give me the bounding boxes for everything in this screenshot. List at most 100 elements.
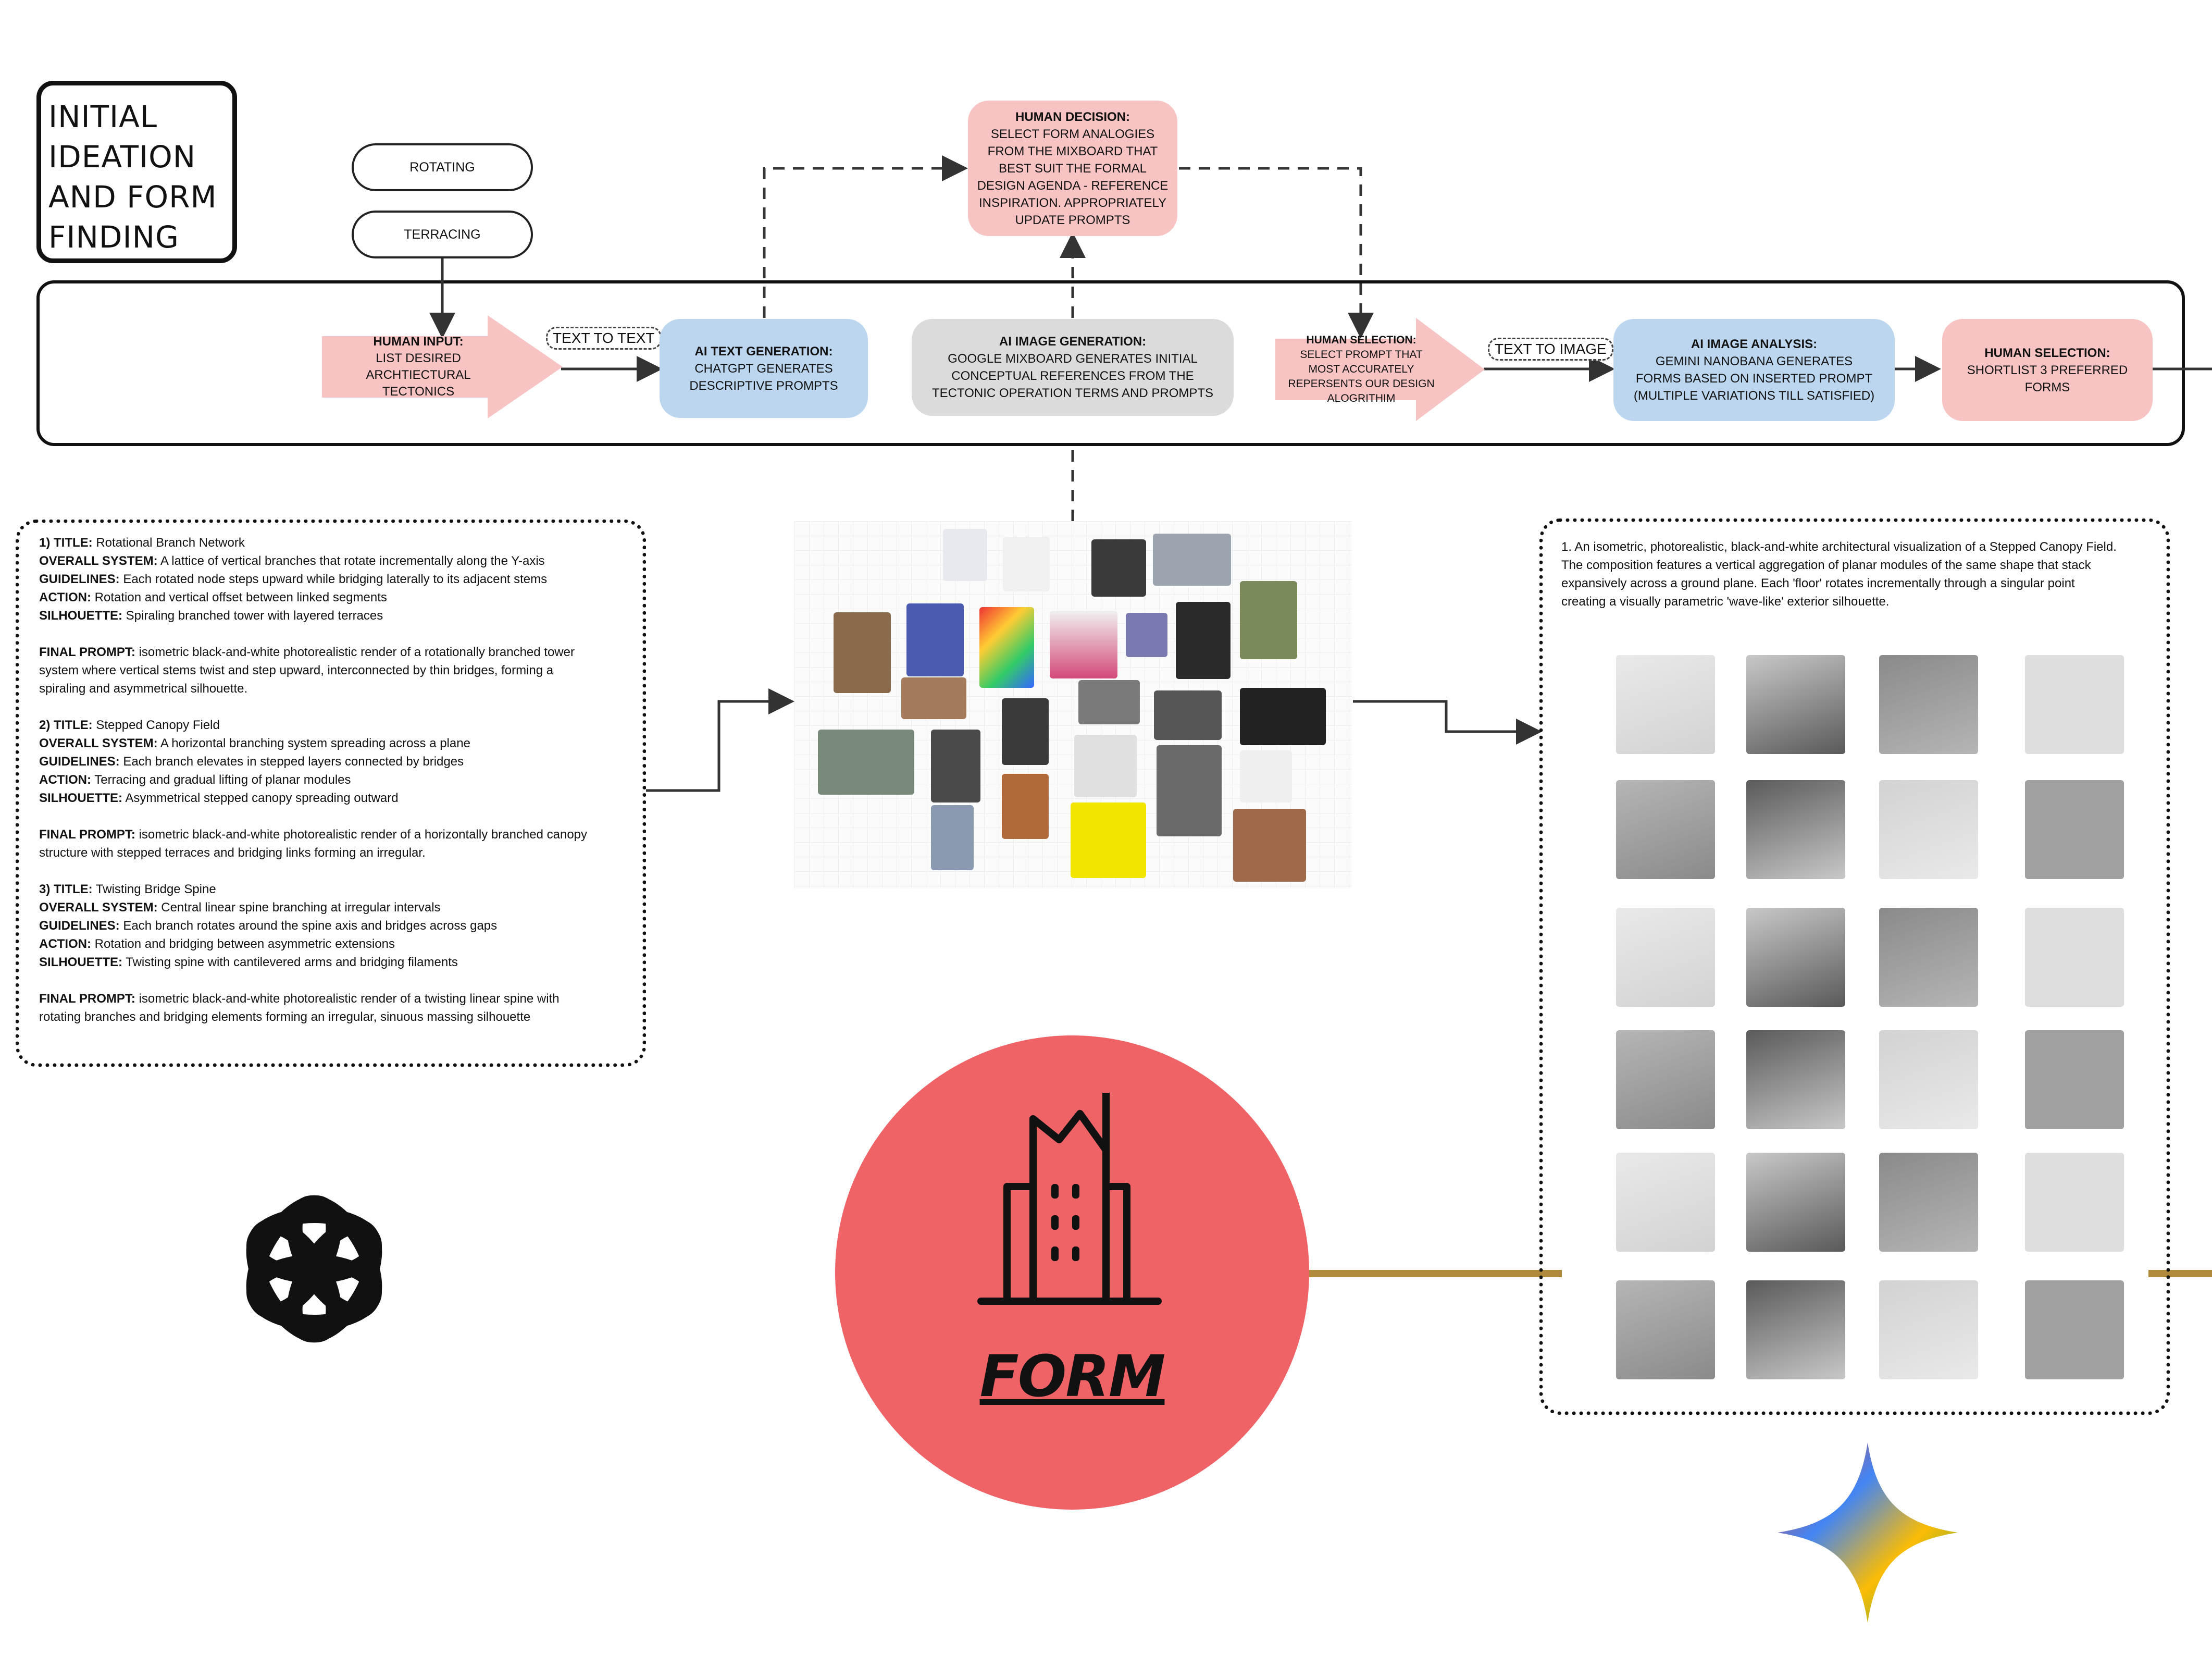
ai-image-analysis-node[interactable]: AI IMAGE ANALYSIS: GEMINI NANOBANA GENER… bbox=[1613, 319, 1895, 421]
mixboard-image[interactable] bbox=[1002, 774, 1049, 839]
mixboard-image[interactable] bbox=[1157, 745, 1222, 836]
generated-form-image[interactable] bbox=[2025, 655, 2124, 754]
generated-form-image[interactable] bbox=[1746, 1280, 1845, 1379]
mixboard-image[interactable] bbox=[1002, 698, 1049, 765]
prompt-final-cont: rotating branches and bridging elements … bbox=[39, 1010, 531, 1024]
mixboard-image[interactable] bbox=[906, 603, 964, 676]
mixboard-image[interactable] bbox=[1240, 750, 1292, 803]
prompt-guidelines: GUIDELINES: Each branch rotates around t… bbox=[39, 919, 498, 933]
generated-form-image[interactable] bbox=[1616, 780, 1715, 879]
generated-form-image[interactable] bbox=[1616, 908, 1715, 1007]
shortlist-body: SHORTLIST 3 PREFERRED FORMS bbox=[1967, 363, 2128, 394]
generated-form-image[interactable] bbox=[2025, 1153, 2124, 1252]
results-panel: 1. An isometric, photorealistic, black-a… bbox=[1539, 518, 2170, 1415]
generated-form-image[interactable] bbox=[1746, 655, 1845, 754]
prompt-action: ACTION: Rotation and bridging between as… bbox=[39, 937, 395, 951]
generated-form-image[interactable] bbox=[1746, 908, 1845, 1007]
shortlist-head: HUMAN SELECTION bbox=[1984, 345, 2106, 360]
generated-form-image[interactable] bbox=[1879, 1280, 1978, 1379]
mixboard-image[interactable] bbox=[1126, 613, 1167, 657]
human-input-body: LIST DESIRED ARCHTIECTURAL TECTONICS bbox=[366, 351, 471, 399]
section-title: INITIAL IDEATION AND FORM FINDING bbox=[36, 81, 237, 263]
connector-mixboard-to-results bbox=[1353, 700, 1542, 745]
generated-form-image[interactable] bbox=[1616, 1153, 1715, 1252]
mixboard-image[interactable] bbox=[1176, 602, 1231, 679]
generated-form-image[interactable] bbox=[2025, 1030, 2124, 1129]
human-selection-body: SELECT PROMPT THAT MOST ACCURATELY REPER… bbox=[1288, 349, 1435, 404]
prompt-silhouette: SILHOUETTE: Asymmetrical stepped canopy … bbox=[39, 791, 399, 805]
form-label: FORM bbox=[979, 1343, 1166, 1410]
term-pill-terracing[interactable]: TERRACING bbox=[352, 211, 533, 258]
mixboard-image[interactable] bbox=[1240, 581, 1297, 659]
prompt-final-cont: structure with stepped terraces and brid… bbox=[39, 846, 426, 860]
generated-form-image[interactable] bbox=[1879, 908, 1978, 1007]
mixboard-image[interactable] bbox=[1074, 735, 1137, 797]
generated-form-image[interactable] bbox=[1879, 655, 1978, 754]
human-decision-body: SELECT FORM ANALOGIES FROM THE MIXBOARD … bbox=[977, 127, 1169, 227]
generated-form-image[interactable] bbox=[1616, 1030, 1715, 1129]
prompt-title: 1) TITLE: Rotational Branch Network bbox=[39, 536, 245, 550]
process-band bbox=[36, 280, 2185, 446]
generated-prompt-line: 1. An isometric, photorealistic, black-a… bbox=[1561, 540, 2117, 554]
mixboard-image[interactable] bbox=[1233, 809, 1306, 882]
prompt-final-cont: system where vertical stems twist and st… bbox=[39, 663, 554, 677]
prompt-title: 2) TITLE: Stepped Canopy Field bbox=[39, 718, 220, 732]
mixboard-image[interactable] bbox=[1091, 539, 1146, 597]
generated-form-image[interactable] bbox=[1879, 780, 1978, 879]
mixboard-image[interactable] bbox=[1153, 534, 1231, 586]
generated-form-image[interactable] bbox=[1616, 1280, 1715, 1379]
human-decision-head: HUMAN DECISION bbox=[1015, 109, 1126, 124]
human-decision-node[interactable]: HUMAN DECISION: SELECT FORM ANALOGIES FR… bbox=[968, 101, 1177, 236]
connector-prompts-to-mixboard bbox=[646, 688, 794, 792]
generated-form-image[interactable] bbox=[2025, 780, 2124, 879]
prompt-final: FINAL PROMPT: isometric black-and-white … bbox=[39, 645, 575, 659]
generated-prompt-text: 1. An isometric, photorealistic, black-a… bbox=[1561, 538, 2160, 611]
mixboard-image[interactable] bbox=[834, 612, 891, 693]
arrow-shape-icon bbox=[1275, 318, 1485, 421]
mixboard-image[interactable] bbox=[931, 805, 974, 870]
human-input-node: HUMAN INPUT: LIST DESIRED ARCHTIECTURAL … bbox=[322, 315, 563, 418]
shortlist-selection-node[interactable]: HUMAN SELECTION: SHORTLIST 3 PREFERRED F… bbox=[1942, 319, 2153, 421]
gemini-star-icon bbox=[1778, 1442, 1958, 1623]
ai-image-generation-node[interactable]: AI IMAGE GENERATION: GOOGLE MIXBOARD GEN… bbox=[912, 319, 1234, 416]
generated-form-image[interactable] bbox=[1616, 655, 1715, 754]
generated-prompt-line: The composition features a vertical aggr… bbox=[1561, 558, 2091, 572]
generated-prompt-line: creating a visually parametric 'wave-lik… bbox=[1561, 595, 1890, 609]
connector-text-to-decision bbox=[763, 155, 968, 318]
mixboard-image[interactable] bbox=[818, 730, 914, 795]
generated-form-image[interactable] bbox=[1879, 1030, 1978, 1129]
mixboard-image[interactable] bbox=[1154, 690, 1222, 740]
generated-form-image[interactable] bbox=[2025, 908, 2124, 1007]
mixboard-image[interactable] bbox=[943, 529, 987, 581]
prompt-overall-system: OVERALL SYSTEM: A lattice of vertical br… bbox=[39, 554, 545, 568]
ai-text-generation-node[interactable]: AI TEXT GENERATION: CHATGPT GENERATES DE… bbox=[660, 319, 868, 418]
mixboard-image[interactable] bbox=[901, 677, 966, 719]
ai-image-head: AI IMAGE GENERATION bbox=[999, 335, 1142, 349]
prompt-overall-system: OVERALL SYSTEM: A horizontal branching s… bbox=[39, 736, 470, 750]
generated-form-image[interactable] bbox=[1879, 1153, 1978, 1252]
generated-form-image[interactable] bbox=[1746, 1153, 1845, 1252]
mixboard-image[interactable] bbox=[1003, 537, 1050, 591]
arrow-shape-icon bbox=[322, 315, 563, 418]
text-to-text-tag: TEXT TO TEXT bbox=[546, 327, 662, 350]
ai-analysis-body: GEMINI NANOBANA GENERATES FORMS BASED ON… bbox=[1633, 354, 1875, 403]
generated-form-image[interactable] bbox=[2025, 1280, 2124, 1379]
prompt-final: FINAL PROMPT: isometric black-and-white … bbox=[39, 992, 560, 1006]
ai-image-body: GOOGLE MIXBOARD GENERATES INITIAL CONCEP… bbox=[931, 352, 1214, 400]
mixboard-image[interactable] bbox=[931, 730, 980, 803]
building-icon bbox=[977, 1093, 1162, 1305]
human-selection-node: HUMAN SELECTION: SELECT PROMPT THAT MOST… bbox=[1275, 318, 1485, 421]
mixboard-image[interactable] bbox=[1050, 611, 1117, 678]
mixboard-image[interactable] bbox=[1078, 680, 1140, 724]
generated-form-image[interactable] bbox=[1746, 780, 1845, 879]
generated-form-image[interactable] bbox=[1746, 1030, 1845, 1129]
term-pill-rotating[interactable]: ROTATING bbox=[352, 143, 533, 191]
mixboard-image[interactable] bbox=[1240, 688, 1326, 745]
text-to-image-tag: TEXT TO IMAGE bbox=[1488, 338, 1613, 361]
human-selection-head: HUMAN SELECTION bbox=[1306, 334, 1413, 346]
mixboard-image[interactable] bbox=[1071, 803, 1146, 878]
mixboard-image[interactable] bbox=[979, 607, 1034, 688]
prompt-silhouette: SILHOUETTE: Spiraling branched tower wit… bbox=[39, 609, 383, 623]
